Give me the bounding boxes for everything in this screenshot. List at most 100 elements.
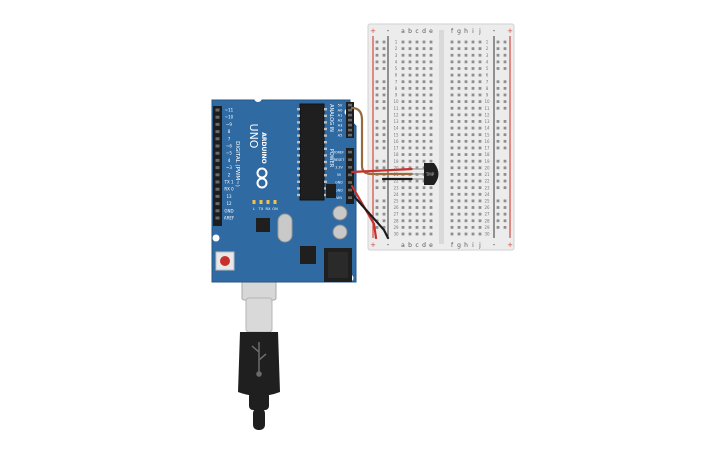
- breadboard-hole[interactable]: [450, 47, 454, 51]
- rail-hole[interactable]: [503, 133, 507, 137]
- breadboard-hole[interactable]: [401, 73, 405, 77]
- breadboard-hole[interactable]: [401, 192, 405, 196]
- breadboard-hole[interactable]: [401, 106, 405, 110]
- breadboard-hole[interactable]: [401, 126, 405, 130]
- breadboard-hole[interactable]: [478, 192, 482, 196]
- breadboard-hole[interactable]: [478, 153, 482, 156]
- breadboard-hole[interactable]: [450, 212, 454, 216]
- breadboard-hole[interactable]: [408, 153, 412, 156]
- power-pin-hole[interactable]: [348, 196, 352, 199]
- breadboard-hole[interactable]: [471, 80, 475, 84]
- digital-pin-hole[interactable]: [215, 216, 220, 220]
- rail-hole[interactable]: [375, 53, 379, 57]
- breadboard-hole[interactable]: [429, 199, 433, 203]
- breadboard-hole[interactable]: [401, 206, 405, 209]
- rail-hole[interactable]: [375, 199, 379, 203]
- breadboard-hole[interactable]: [478, 126, 482, 130]
- breadboard-hole[interactable]: [415, 146, 419, 150]
- rail-hole[interactable]: [382, 206, 386, 209]
- breadboard-hole[interactable]: [471, 73, 475, 77]
- breadboard-hole[interactable]: [450, 120, 454, 123]
- power-pin-hole[interactable]: [348, 158, 352, 161]
- breadboard-hole[interactable]: [471, 120, 475, 123]
- breadboard-hole[interactable]: [415, 139, 419, 143]
- breadboard-hole[interactable]: [450, 206, 454, 209]
- breadboard-hole[interactable]: [422, 192, 426, 196]
- temperature-sensor[interactable]: TMP: [412, 163, 439, 185]
- breadboard-hole[interactable]: [471, 106, 475, 110]
- breadboard-hole[interactable]: [478, 93, 482, 97]
- breadboard-hole[interactable]: [471, 139, 475, 143]
- rail-hole[interactable]: [375, 47, 379, 51]
- breadboard-hole[interactable]: [415, 232, 419, 236]
- breadboard-hole[interactable]: [429, 73, 433, 77]
- rail-hole[interactable]: [382, 126, 386, 130]
- breadboard-hole[interactable]: [450, 53, 454, 57]
- breadboard-hole[interactable]: [408, 100, 412, 103]
- breadboard-hole[interactable]: [457, 153, 461, 156]
- breadboard-hole[interactable]: [415, 106, 419, 110]
- digital-pin-hole[interactable]: [215, 173, 220, 177]
- digital-pin-hole[interactable]: [215, 108, 220, 112]
- digital-pin-hole[interactable]: [215, 209, 220, 213]
- breadboard-hole[interactable]: [478, 86, 482, 90]
- rail-hole[interactable]: [382, 80, 386, 84]
- rail-hole[interactable]: [503, 225, 507, 229]
- rail-hole[interactable]: [503, 126, 507, 130]
- breadboard-hole[interactable]: [415, 179, 419, 183]
- breadboard-hole[interactable]: [478, 186, 482, 190]
- breadboard-hole[interactable]: [464, 206, 468, 209]
- breadboard-hole[interactable]: [429, 120, 433, 123]
- breadboard-hole[interactable]: [450, 106, 454, 110]
- breadboard-hole[interactable]: [415, 225, 419, 229]
- breadboard-hole[interactable]: [408, 80, 412, 84]
- breadboard-hole[interactable]: [457, 199, 461, 203]
- breadboard-hole[interactable]: [450, 179, 454, 183]
- rail-hole[interactable]: [375, 212, 379, 216]
- breadboard-hole[interactable]: [429, 106, 433, 110]
- wire-ground[interactable]: [350, 192, 390, 240]
- rail-hole[interactable]: [382, 146, 386, 150]
- breadboard-hole[interactable]: [478, 225, 482, 229]
- breadboard-hole[interactable]: [450, 73, 454, 77]
- rail-hole[interactable]: [496, 67, 500, 70]
- breadboard-hole[interactable]: [457, 73, 461, 77]
- rail-hole[interactable]: [375, 120, 379, 123]
- digital-pin-hole[interactable]: [215, 137, 220, 141]
- breadboard-hole[interactable]: [478, 106, 482, 110]
- breadboard-hole[interactable]: [408, 60, 412, 64]
- breadboard-hole[interactable]: [457, 133, 461, 137]
- breadboard-hole[interactable]: [464, 120, 468, 123]
- breadboard-hole[interactable]: [464, 133, 468, 137]
- breadboard-hole[interactable]: [464, 192, 468, 196]
- breadboard-hole[interactable]: [422, 53, 426, 57]
- breadboard-hole[interactable]: [429, 139, 433, 143]
- breadboard-hole[interactable]: [408, 225, 412, 229]
- rail-hole[interactable]: [496, 166, 500, 170]
- breadboard-hole[interactable]: [464, 47, 468, 51]
- breadboard-hole[interactable]: [415, 53, 419, 57]
- breadboard-hole[interactable]: [457, 186, 461, 190]
- breadboard-hole[interactable]: [471, 126, 475, 130]
- rail-hole[interactable]: [375, 67, 379, 70]
- breadboard-hole[interactable]: [408, 199, 412, 203]
- breadboard-hole[interactable]: [415, 80, 419, 84]
- breadboard-hole[interactable]: [415, 113, 419, 117]
- breadboard-hole[interactable]: [408, 73, 412, 77]
- analog-pin-hole[interactable]: [348, 118, 352, 122]
- breadboard-hole[interactable]: [415, 206, 419, 209]
- rail-hole[interactable]: [496, 146, 500, 150]
- digital-pin-hole[interactable]: [215, 151, 220, 155]
- breadboard-hole[interactable]: [422, 40, 426, 44]
- breadboard-hole[interactable]: [464, 40, 468, 44]
- breadboard-hole[interactable]: [401, 179, 405, 183]
- breadboard-hole[interactable]: [408, 126, 412, 130]
- breadboard-hole[interactable]: [429, 60, 433, 64]
- breadboard-hole[interactable]: [457, 80, 461, 84]
- breadboard-hole[interactable]: [450, 146, 454, 150]
- rail-hole[interactable]: [503, 139, 507, 143]
- breadboard-hole[interactable]: [450, 186, 454, 190]
- breadboard-hole[interactable]: [457, 60, 461, 64]
- rail-hole[interactable]: [375, 40, 379, 44]
- breadboard-hole[interactable]: [450, 133, 454, 137]
